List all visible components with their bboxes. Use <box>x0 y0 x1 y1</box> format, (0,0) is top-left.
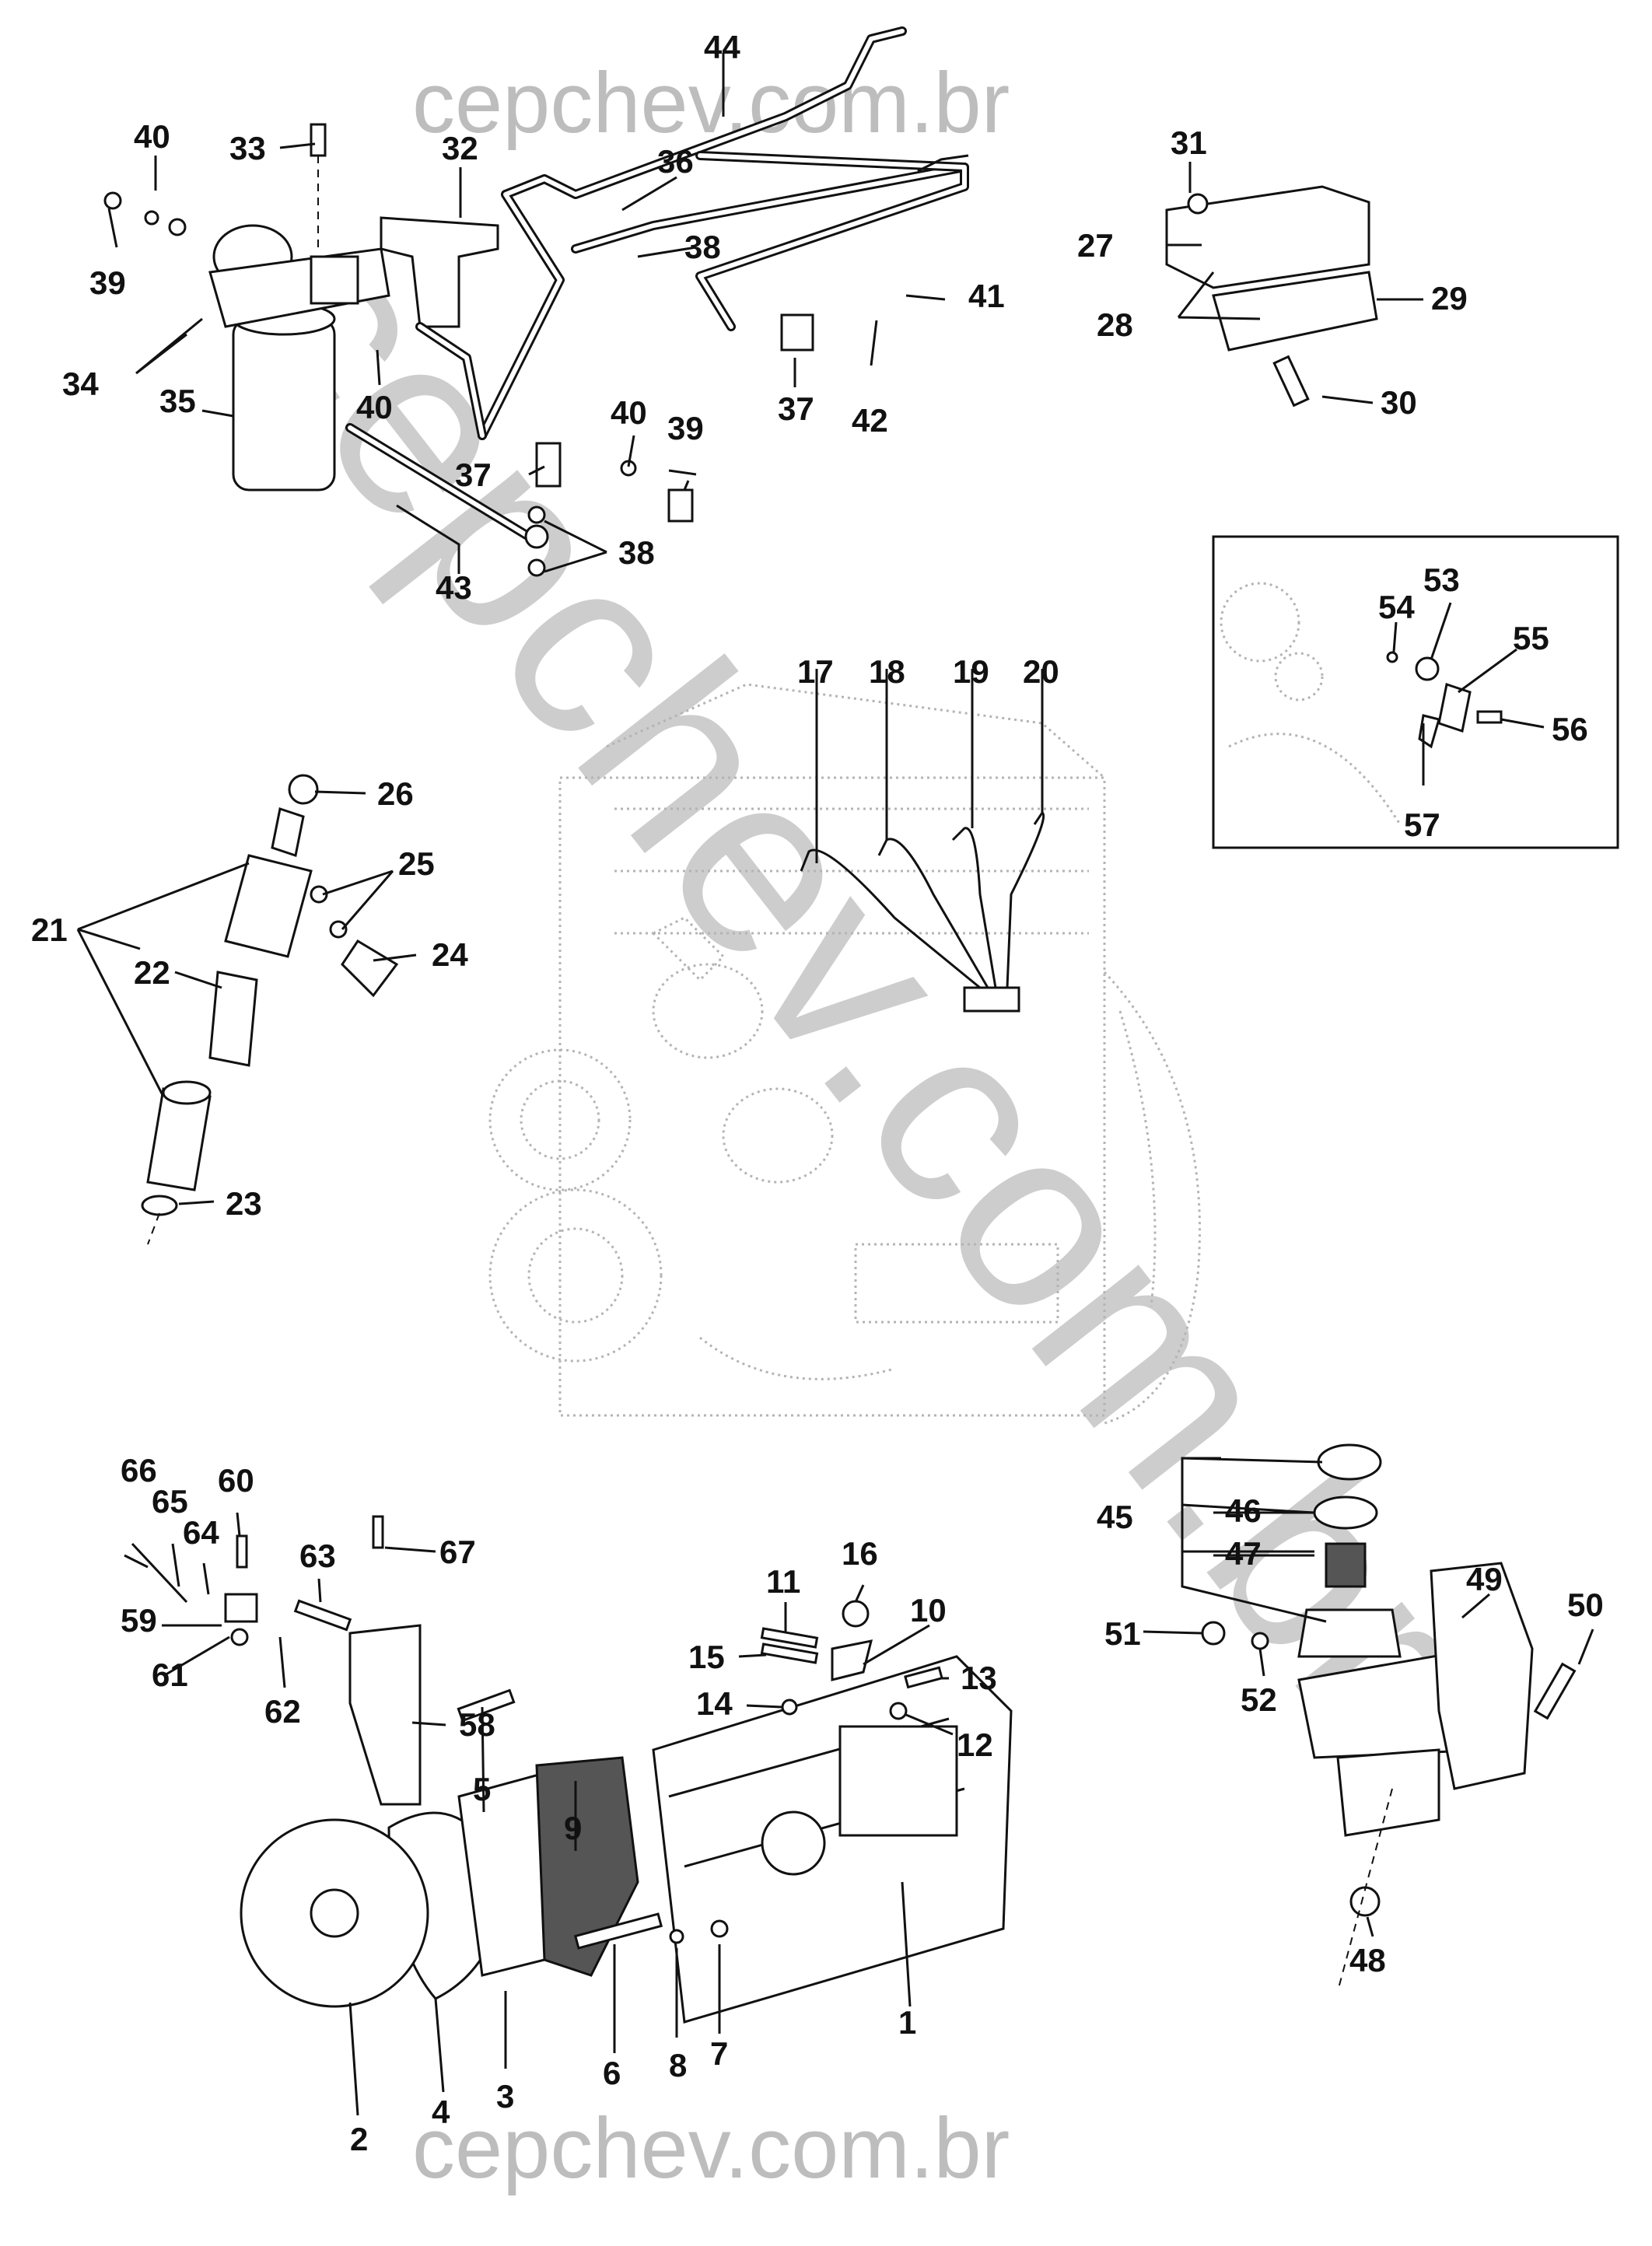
callout-31: 31 <box>1171 124 1207 161</box>
callout-65: 65 <box>152 1483 188 1520</box>
callout-11: 11 <box>766 1563 800 1600</box>
callout-37a: 37 <box>778 390 814 427</box>
callout-54: 54 <box>1378 589 1415 625</box>
injection-pump <box>131 1515 1013 2024</box>
callout-48: 48 <box>1349 1942 1386 1978</box>
callout-66: 66 <box>121 1452 157 1489</box>
pipe-clamp <box>1165 185 1378 408</box>
callout-44: 44 <box>704 29 740 65</box>
callout-62: 62 <box>264 1693 301 1730</box>
callout-6: 6 <box>603 2055 621 2091</box>
callout-55: 55 <box>1513 620 1549 656</box>
callout-26: 26 <box>377 775 414 812</box>
filter-bracket <box>380 216 499 328</box>
callout-19: 19 <box>953 653 989 690</box>
callout-49: 49 <box>1466 1561 1503 1597</box>
callout-32: 32 <box>442 130 478 166</box>
watermark-top: cepchev.com.br <box>412 55 1010 151</box>
callout-51: 51 <box>1104 1615 1141 1652</box>
callout-41: 41 <box>968 278 1005 314</box>
callout-27: 27 <box>1077 227 1114 264</box>
callout-33: 33 <box>229 130 266 166</box>
callout-47: 47 <box>1225 1535 1262 1572</box>
callout-57: 57 <box>1404 806 1440 843</box>
callout-16: 16 <box>842 1535 878 1572</box>
callout-29: 29 <box>1431 280 1468 317</box>
callout-25: 25 <box>398 845 435 882</box>
callout-40c: 40 <box>611 394 647 431</box>
callout-37b: 37 <box>455 457 492 493</box>
callout-24: 24 <box>432 936 468 973</box>
callout-28: 28 <box>1097 306 1133 343</box>
callout-5: 5 <box>473 1771 491 1807</box>
callout-60: 60 <box>218 1462 254 1499</box>
callout-15: 15 <box>688 1639 725 1675</box>
callout-20: 20 <box>1023 653 1059 690</box>
callout-23: 23 <box>226 1185 262 1222</box>
watermark-bottom: cepchev.com.br <box>412 2101 1010 2196</box>
callout-56: 56 <box>1552 711 1588 747</box>
callout-52: 52 <box>1241 1681 1277 1718</box>
callout-50: 50 <box>1567 1587 1604 1623</box>
callout-1: 1 <box>898 2004 916 2041</box>
fuel-filter-assembly <box>103 123 390 492</box>
callout-58: 58 <box>459 1706 495 1743</box>
callout-35: 35 <box>159 383 196 419</box>
callout-13: 13 <box>961 1660 997 1696</box>
callout-39a: 39 <box>89 264 126 301</box>
callout-63: 63 <box>299 1538 336 1574</box>
lift-pump <box>1201 1443 1577 1992</box>
callout-21: 21 <box>31 911 68 948</box>
callout-9: 9 <box>564 1810 582 1846</box>
callout-30: 30 <box>1381 384 1417 421</box>
fuel-tubes <box>345 26 969 577</box>
callout-4: 4 <box>432 2094 450 2130</box>
callout-10: 10 <box>910 1592 947 1629</box>
callout-12: 12 <box>957 1726 993 1763</box>
callout-46: 46 <box>1225 1492 1262 1529</box>
callout-labels: 1 2 3 4 5 6 7 8 9 10 11 12 13 14 15 16 1… <box>31 29 1604 2157</box>
callout-2: 2 <box>350 2121 368 2157</box>
injector-assembly <box>141 774 399 1245</box>
callout-38b: 38 <box>618 534 655 571</box>
callout-42: 42 <box>852 402 888 439</box>
callout-40b: 40 <box>356 389 393 425</box>
callout-43: 43 <box>436 569 472 606</box>
callout-59: 59 <box>121 1602 157 1639</box>
engine-illustration <box>488 683 1201 1425</box>
callout-38a: 38 <box>684 229 721 265</box>
callout-7: 7 <box>710 2035 728 2072</box>
callout-39b: 39 <box>667 410 704 446</box>
callout-14: 14 <box>696 1685 733 1722</box>
callout-36: 36 <box>657 143 694 180</box>
callout-3: 3 <box>496 2078 514 2115</box>
callout-67: 67 <box>439 1534 476 1570</box>
injector-lines <box>800 811 1045 1013</box>
callout-45: 45 <box>1097 1499 1133 1535</box>
callout-18: 18 <box>869 653 905 690</box>
inset-detail <box>1212 535 1619 849</box>
callout-61: 61 <box>152 1657 188 1693</box>
callout-34: 34 <box>62 366 99 402</box>
callout-64: 64 <box>183 1514 219 1551</box>
callout-8: 8 <box>669 2047 687 2083</box>
callout-22: 22 <box>134 954 170 991</box>
callout-53: 53 <box>1423 562 1460 598</box>
leader-lines <box>76 53 1594 2116</box>
callout-40a: 40 <box>134 118 170 155</box>
callout-17: 17 <box>797 653 834 690</box>
